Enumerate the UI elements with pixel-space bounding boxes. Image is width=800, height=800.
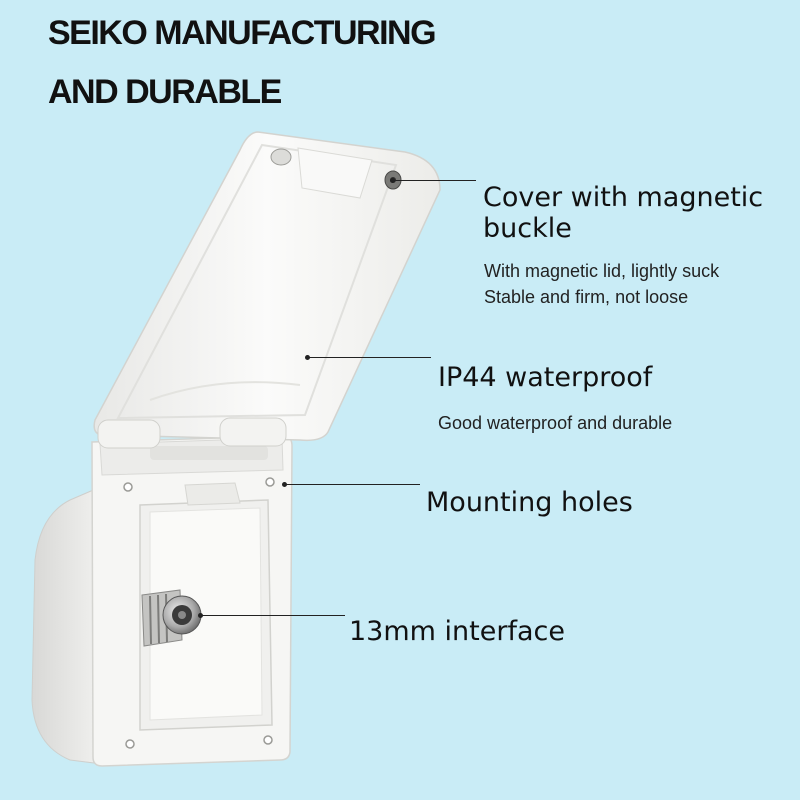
callout-line-magnetic — [392, 180, 476, 182]
callout-waterproof-desc: Good waterproof and durable — [438, 413, 673, 433]
callout-line-mounting — [284, 484, 420, 486]
callout-line-waterproof — [307, 357, 431, 359]
callout-magnetic-title-line-2: buckle — [483, 213, 572, 245]
callout-magnetic-desc: With magnetic lid, lightly suck Stable a… — [484, 258, 719, 310]
headline-line-1: SEIKO MANUFACTURING — [48, 14, 437, 52]
callout-magnetic-title-line-1: Cover with magnetic — [483, 182, 764, 213]
callout-line-interface — [200, 615, 345, 617]
callout-magnetic-title: Cover with magnetic buckle — [483, 182, 763, 244]
headline-line-2: AND DURABLE — [48, 73, 282, 111]
callout-waterproof-title: IP44 waterproof — [438, 362, 653, 393]
callout-magnetic-desc-line-1: With magnetic lid, lightly suck — [484, 261, 720, 281]
callout-magnetic-desc-line-2: Stable and firm, not loose — [484, 287, 689, 308]
callout-interface-title: 13mm interface — [349, 616, 565, 647]
callout-mounting-title: Mounting holes — [426, 487, 633, 518]
